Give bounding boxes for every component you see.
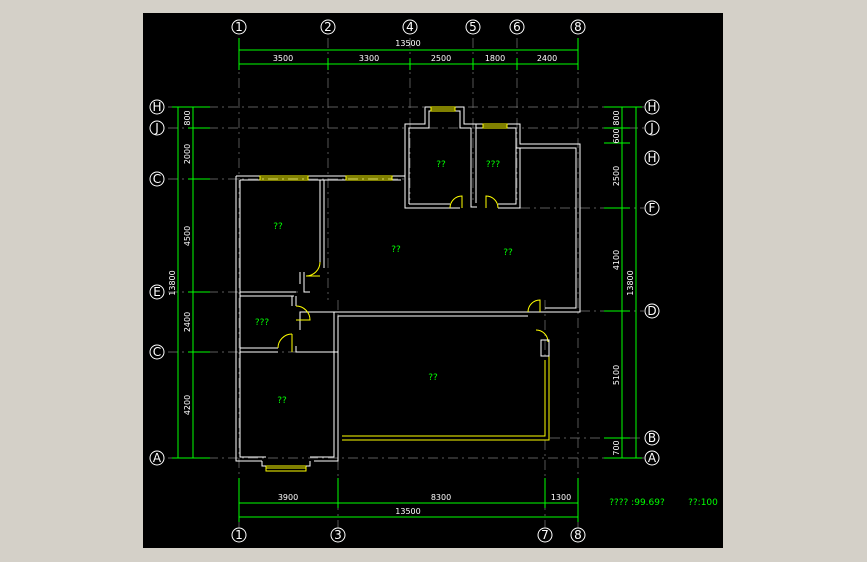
axis-left-E: E — [153, 285, 161, 299]
footer-notes: ???? :99.69? ??:100 — [609, 498, 718, 508]
room-label-bed-upper: ?? — [273, 222, 283, 232]
axis-right-F: F — [649, 201, 656, 215]
top-axis-markers: 1 2 4 5 6 8 — [231, 19, 586, 35]
dim-bottom-total: 13500 — [395, 507, 420, 516]
drawing-canvas[interactable]: 1 2 4 5 6 8 1 3 7 8 — [143, 13, 723, 548]
dim-left-seg-4: 2400 — [183, 312, 192, 332]
axis-bottom-8: 8 — [574, 528, 582, 542]
axis-top-1: 1 — [235, 20, 243, 34]
walls — [235, 106, 581, 462]
dim-left-seg-5: 4200 — [183, 395, 192, 415]
axis-right-J: J — [649, 121, 654, 135]
axis-top-8: 8 — [574, 20, 582, 34]
right-axis-markers: H J H F D B A — [644, 99, 660, 466]
room-labels: ?? ??? ?? ?? ?? ?? ?? ??? — [255, 160, 513, 406]
windows — [259, 106, 508, 472]
room-label-hall: ?? — [503, 248, 513, 258]
scale-note: ??:100 — [688, 498, 718, 508]
dim-bottom-seg-1: 3900 — [278, 493, 298, 502]
axis-right-D: D — [647, 304, 656, 318]
axis-top-5: 5 — [469, 20, 477, 34]
dim-right-seg-2: 600 — [612, 128, 621, 143]
room-label-storage: ??? — [255, 318, 270, 328]
room-label-bath: ??? — [486, 160, 501, 170]
axis-left-C-lower: C — [153, 345, 161, 359]
axis-left-J: J — [154, 121, 159, 135]
floor-plan-svg: 1 2 4 5 6 8 1 3 7 8 — [149, 19, 718, 543]
dim-right-seg-4: 4100 — [612, 250, 621, 270]
dim-top-seg-4: 1800 — [485, 54, 505, 63]
dim-right-total: 13800 — [626, 270, 635, 295]
dim-left-total: 13800 — [168, 270, 177, 295]
dim-top-total: 13500 — [395, 39, 420, 48]
dim-top-seg-5: 2400 — [537, 54, 557, 63]
dim-top-seg-3: 2500 — [431, 54, 451, 63]
axis-left-C-upper: C — [153, 172, 161, 186]
right-dimension-lines: 800 600 2500 4100 5100 700 13800 — [604, 106, 642, 459]
dim-right-seg-3: 2500 — [612, 166, 621, 186]
axis-bottom-7: 7 — [541, 528, 549, 542]
dim-bottom-seg-3: 1300 — [551, 493, 571, 502]
axis-right-A: A — [648, 451, 657, 465]
dim-left-seg-3: 4500 — [183, 226, 192, 246]
axis-left-A: A — [153, 451, 162, 465]
axis-bottom-3: 3 — [334, 528, 342, 542]
left-axis-markers: H J C E C A — [149, 99, 165, 466]
axis-top-6: 6 — [513, 20, 521, 34]
axis-top-2: 2 — [324, 20, 332, 34]
area-note: ???? :99.69? — [609, 498, 665, 508]
axis-bottom-1: 1 — [235, 528, 243, 542]
left-dimension-lines: 800 2000 4500 2400 4200 13800 — [168, 106, 210, 459]
room-label-kitchen: ?? — [436, 160, 446, 170]
dim-right-seg-5: 5100 — [612, 365, 621, 385]
dim-top-seg-2: 3300 — [359, 54, 379, 63]
dim-left-seg-1: 800 — [183, 110, 192, 125]
top-dimension-lines: 13500 3500 3300 2500 1800 2400 — [238, 38, 579, 70]
dim-right-seg-6: 700 — [612, 440, 621, 455]
axis-right-H: H — [647, 100, 656, 114]
bottom-dimension-lines: 3900 8300 1300 13500 — [238, 478, 579, 522]
bottom-axis-markers: 1 3 7 8 — [231, 527, 586, 543]
axis-top-4: 4 — [406, 20, 414, 34]
dim-left-seg-2: 2000 — [183, 144, 192, 164]
axis-right-H-lower: H — [647, 151, 656, 165]
room-label-living: ?? — [391, 245, 401, 255]
room-label-living-lower: ?? — [428, 373, 438, 383]
room-label-bed-lower: ?? — [277, 396, 287, 406]
dim-right-seg-1: 800 — [612, 110, 621, 125]
dim-bottom-seg-2: 8300 — [431, 493, 451, 502]
grid-lines — [168, 38, 644, 528]
axis-left-H: H — [152, 100, 161, 114]
axis-right-B: B — [648, 431, 656, 445]
doors — [277, 195, 550, 357]
dim-top-seg-1: 3500 — [273, 54, 293, 63]
